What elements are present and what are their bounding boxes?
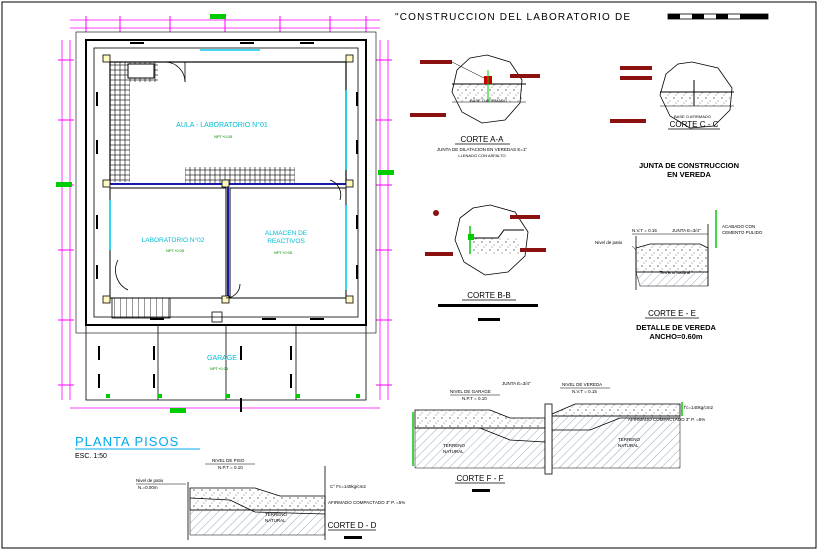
corte-a-title: CORTE A-A: [461, 135, 505, 144]
corte-f-concreto: f'c=140kg/cm2: [684, 405, 713, 410]
level-tag-aula: NPT+0.05: [214, 134, 233, 139]
corte-c-title: CORTE C - C: [670, 120, 719, 129]
corte-f-junta: JUNTA E=3/4": [502, 381, 531, 386]
level-tag-lab: NPT+0.05: [166, 248, 185, 253]
columns: [102, 54, 354, 304]
inner-wall-line: [93, 47, 359, 318]
corte-f-terreno-1-left: TERRENO: [443, 443, 466, 448]
corte-d-nivel-piso: NIVEL DE PISO: [212, 458, 245, 463]
corte-f-terreno-2-right: NATURAL: [618, 443, 639, 448]
room-label-almacen-1: ALMACEN DE: [265, 230, 308, 237]
corte-f-nivel-vereda: NIVEL DE VEREDA: [562, 382, 602, 387]
corte-f-afirmado: AFIRMADO COMPACTADO 3" P. =5%: [628, 417, 705, 422]
corte-f-npt-garage: N.P.T = 0.10: [462, 396, 487, 401]
windows: [109, 49, 347, 290]
corte-d-afirmado: AFIRMADO COMPACTADO 3" P. =5%: [328, 500, 405, 505]
toilet-fixture: [211, 311, 223, 323]
level-tag-garage: NPT+0.05: [210, 366, 229, 371]
wall-marks: [96, 42, 358, 412]
level-tag-almacen: NPT+0.05: [274, 250, 293, 255]
sink: [127, 63, 155, 79]
corte-e-sub2: ANCHO=0.60m: [649, 332, 702, 341]
corte-d-labels: NIVEL DE PISO N.P.T = 0.10 Nivel de pati…: [136, 458, 405, 523]
corte-a-sub2: LLENADO CON ASFALTO: [458, 153, 505, 158]
corte-c-sub1: JUNTA DE CONSTRUCCION: [639, 161, 739, 170]
corte-f-terreno-2-left: NATURAL: [443, 449, 464, 454]
corte-e-acabado-2: CEMENTO PULIDO: [722, 230, 763, 235]
corte-e-junta: JUNTA E=3/4": [672, 228, 701, 233]
corte-d-terreno-1: TERRENO: [265, 512, 288, 517]
corte-b-leaders: [425, 215, 546, 256]
detail-corte-f: JUNTA E=3/4" NIVEL DE GARAGE N.P.T = 0.1…: [412, 381, 713, 492]
corte-d-terreno-2: NATURAL: [265, 518, 286, 523]
axis-markers: [56, 14, 394, 413]
corte-a-leaders: [410, 60, 540, 117]
garage-area: [85, 324, 367, 401]
detail-corte-c: BASE O AFIRMADO CORTE C - C JUNTA DE CON…: [610, 61, 739, 179]
corte-f-npt-vereda: N.V.T = 0.15: [572, 389, 597, 394]
corte-a-sub1: JUNTA DE DILATACION EN VEREDAS E=1": [437, 147, 528, 152]
level-tags: NPT+0.05 NPT+0.05 NPT+0.05 NPT+0.05: [166, 134, 293, 371]
tile-area-bench: [185, 167, 295, 183]
corte-d-title: CORTE D - D: [328, 521, 377, 530]
dimension-lines: [61, 19, 389, 409]
plan-scale: ESC. 1:50: [75, 453, 107, 460]
plan-title: PLANTA PISOS: [75, 434, 179, 449]
corte-d-nivel-patio: Nivel de patio: [136, 478, 164, 483]
corte-e-title: CORTE E - E: [648, 309, 696, 318]
corte-c-base-label: BASE O AFIRMADO: [674, 114, 711, 119]
room-label-almacen-2: REACTIVOS: [267, 238, 305, 245]
sheet-title: "CONSTRUCCION DEL LABORATORIO DE: [395, 12, 631, 23]
garage-points: [106, 394, 360, 398]
corte-e-acabado-1: ACABADO CON: [722, 224, 755, 229]
detail-corte-d: NIVEL DE PISO N.P.T = 0.10 Nivel de pati…: [136, 458, 405, 540]
corte-f-terreno-1-right: TERRENO: [618, 437, 641, 442]
room-label-aula: AULA - LABORATORIO N°01: [176, 121, 268, 129]
corte-c-leaders: [610, 66, 652, 123]
corte-f-labels: JUNTA E=3/4" NIVEL DE GARAGE N.P.T = 0.1…: [443, 381, 713, 454]
room-label-laboratorio: LABORATORIO N°02: [142, 236, 205, 244]
detail-corte-b: CORTE B-B: [425, 204, 546, 321]
detail-corte-a: BASE O AFIRMADO CORTE A-A JUNTA DE DILAT…: [410, 54, 540, 158]
door-swings: [115, 61, 342, 299]
tile-area-left: [110, 82, 130, 182]
room-label-garage: GARAGE: [207, 355, 237, 362]
stairs: [111, 297, 171, 319]
corte-c-sub2: EN VEREDA: [667, 170, 711, 179]
detail-corte-e: N.V.T = 0.15 JUNTA E=3/4" ACABADO CON CE…: [595, 210, 763, 341]
corte-e-nivel-patio: Nivel de patio: [595, 240, 623, 245]
corte-d-npt-patio: N.=0.00m: [138, 485, 158, 490]
corte-d-npt: N.P.T = 0.10: [218, 465, 243, 470]
corte-e-npt: N.V.T = 0.15: [632, 228, 657, 233]
corte-e-labels: N.V.T = 0.15 JUNTA E=3/4" ACABADO CON CE…: [595, 224, 763, 275]
corte-b-title: CORTE B-B: [467, 291, 510, 300]
scale-bar: [667, 13, 769, 20]
corte-f-nivel-garage: NIVEL DE GARAGE: [450, 389, 491, 394]
corte-a-base-label: BASE O AFIRMADO: [470, 98, 507, 103]
corte-e-sub1: DETALLE DE VEREDA: [636, 323, 716, 332]
corte-f-title: CORTE F - F: [457, 474, 504, 483]
corte-d-concreto: C° Fc=140kg/cm2: [330, 484, 366, 489]
floor-plan: AULA - LABORATORIO N°01 LABORATORIO N°02…: [56, 14, 394, 460]
corte-e-terreno: Terreno natural: [660, 270, 690, 275]
dimension-ticks: [58, 16, 392, 386]
